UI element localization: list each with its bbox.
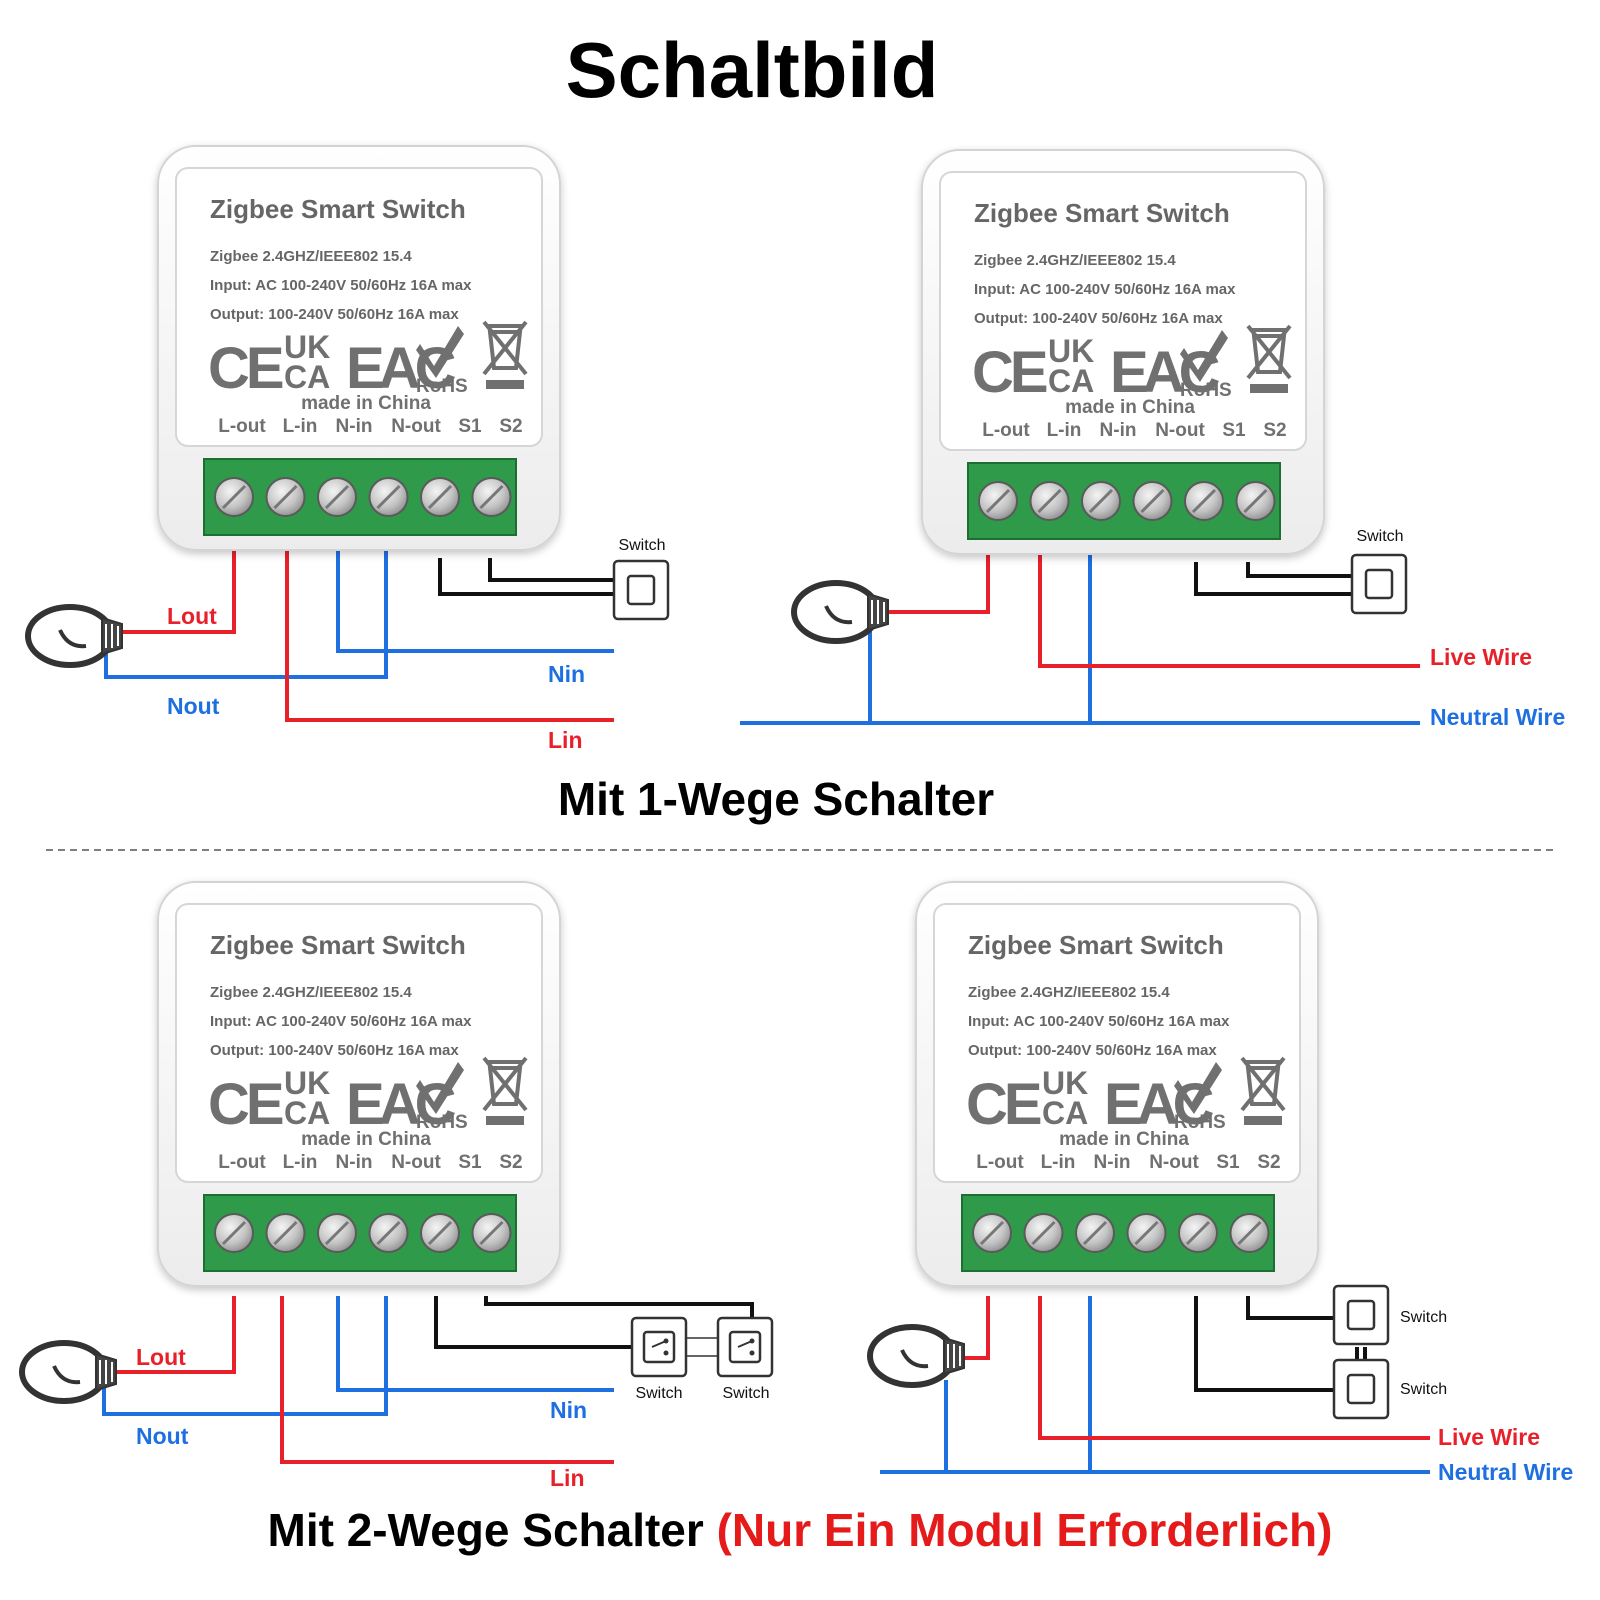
live-wire-label: Live Wire bbox=[1430, 644, 1532, 670]
nin-label: Nin bbox=[550, 1397, 587, 1423]
lin-label: Lin bbox=[548, 727, 583, 753]
switch-icon bbox=[612, 559, 670, 621]
neutral-wire-label: Neutral Wire bbox=[1438, 1459, 1573, 1485]
diagram-2way-mains: Switch Switch Live Wire Neutral Wire bbox=[870, 882, 1573, 1485]
wires bbox=[880, 1296, 1430, 1474]
zigbee-module bbox=[158, 146, 560, 550]
switch-label: Switch bbox=[1356, 528, 1403, 545]
switch-icon bbox=[1332, 1358, 1390, 1420]
diagram-1way-local: Switch Lout Nout Nin Lin bbox=[28, 146, 670, 753]
switch-label: Switch bbox=[1400, 1381, 1447, 1398]
switch-label: Switch bbox=[1400, 1309, 1447, 1326]
page-title: Schaltbild bbox=[566, 26, 939, 114]
switch-label: Switch bbox=[618, 537, 665, 554]
lout-label: Lout bbox=[136, 1344, 186, 1370]
nout-label: Nout bbox=[136, 1423, 189, 1449]
zigbee-module bbox=[916, 882, 1318, 1286]
section2-caption-line: Mit 2-Wege Schalter (Nur Ein Modul Erfor… bbox=[268, 1504, 1333, 1556]
nout-label: Nout bbox=[167, 693, 220, 719]
section1-caption: Mit 1-Wege Schalter bbox=[558, 773, 994, 825]
wires bbox=[740, 552, 1420, 725]
bulb-icon bbox=[22, 1343, 116, 1401]
switch-icon bbox=[1350, 553, 1408, 615]
section2-caption-note: (Nur Ein Modul Erforderlich) bbox=[717, 1504, 1333, 1556]
neutral-wire-label: Neutral Wire bbox=[1430, 704, 1565, 730]
wires bbox=[102, 1296, 754, 1464]
switch-label: Switch bbox=[635, 1385, 682, 1402]
switch-icon bbox=[1332, 1284, 1390, 1346]
zigbee-module bbox=[922, 150, 1324, 554]
diagram-1way-mains: Switch Live Wire Neutral Wire bbox=[740, 150, 1565, 730]
nin-label: Nin bbox=[548, 661, 585, 687]
two-way-switch-pair bbox=[630, 1316, 774, 1378]
bulb-icon bbox=[870, 1327, 964, 1385]
bulb-icon bbox=[794, 583, 888, 641]
wires bbox=[104, 548, 619, 722]
live-wire-label: Live Wire bbox=[1438, 1424, 1540, 1450]
section2-caption: Mit 2-Wege Schalter bbox=[268, 1504, 704, 1556]
zigbee-module bbox=[158, 882, 560, 1286]
lin-label: Lin bbox=[550, 1465, 585, 1491]
diagram-2way-local: Switch Switch Lout Nout Nin Lin bbox=[22, 882, 774, 1491]
lout-label: Lout bbox=[167, 603, 217, 629]
switch-label: Switch bbox=[722, 1385, 769, 1402]
